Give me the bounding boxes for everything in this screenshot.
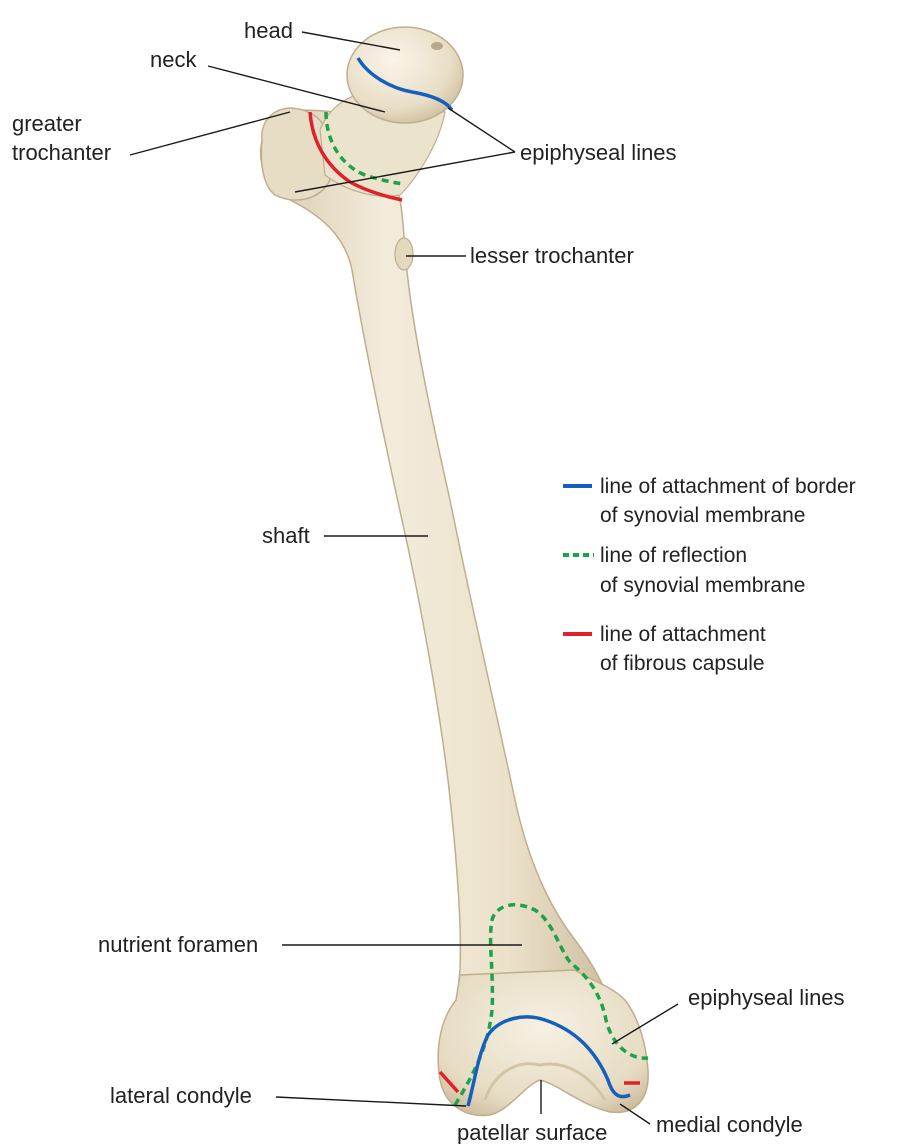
femoral-head-shape	[347, 27, 463, 123]
legend-text-synovial-reflection-1: line of reflection	[600, 544, 747, 567]
legend-item-synovial-reflection: line of reflection of synovial membrane	[563, 544, 805, 597]
legend-text-synovial-border-1: line of attachment of border	[600, 475, 856, 498]
label-greater-trochanter-line2: trochanter	[12, 140, 111, 165]
epiphyseal-lines-upper-leader-1	[448, 108, 515, 152]
legend-item-synovial-border: line of attachment of border of synovial…	[563, 475, 856, 527]
label-epiphyseal-lines-upper: epiphyseal lines	[520, 140, 677, 165]
label-medial-condyle: medial condyle	[656, 1112, 803, 1137]
lesser-trochanter-shape	[395, 238, 413, 270]
femur-bone	[261, 27, 648, 1115]
fovea-shape	[431, 42, 443, 50]
legend-text-synovial-reflection-2: of synovial membrane	[600, 574, 805, 597]
greater-trochanter-shape	[261, 108, 330, 200]
label-lesser-trochanter: lesser trochanter	[470, 243, 634, 268]
label-shaft: shaft	[262, 523, 310, 548]
label-neck: neck	[150, 47, 197, 72]
label-head: head	[244, 18, 293, 43]
legend: line of attachment of border of synovial…	[563, 475, 856, 675]
leader-lines	[130, 32, 678, 1124]
legend-text-fibrous-capsule-1: line of attachment	[600, 623, 766, 646]
label-greater-trochanter-line1: greater	[12, 111, 82, 136]
label-patellar-surface: patellar surface	[457, 1120, 607, 1144]
legend-text-synovial-border-2: of synovial membrane	[600, 504, 805, 527]
label-epiphyseal-lines-lower: epiphyseal lines	[688, 985, 845, 1010]
label-lateral-condyle: lateral condyle	[110, 1083, 252, 1108]
lateral-condyle-leader	[276, 1097, 466, 1106]
label-nutrient-foramen: nutrient foramen	[98, 932, 258, 957]
legend-item-fibrous-capsule: line of attachment of fibrous capsule	[563, 623, 766, 675]
legend-text-fibrous-capsule-2: of fibrous capsule	[600, 652, 765, 675]
